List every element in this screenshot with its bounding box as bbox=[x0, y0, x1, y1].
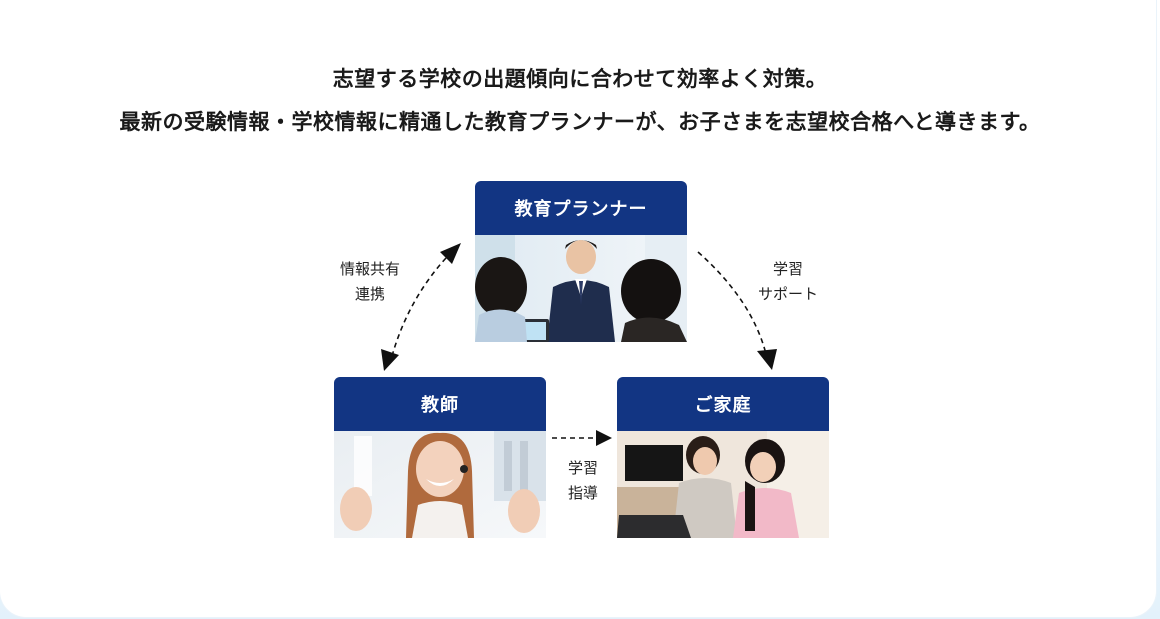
planner-photo bbox=[475, 235, 687, 342]
label-learning-support-line2: サポート bbox=[757, 285, 818, 303]
card-family-title: ご家庭 bbox=[617, 377, 829, 431]
card-family: ご家庭 bbox=[617, 377, 829, 538]
card-teacher: 教師 bbox=[334, 377, 546, 538]
teacher-photo bbox=[334, 431, 546, 538]
label-learning-support: 学習 サポート bbox=[740, 257, 836, 307]
label-learning-guidance-line2: 指導 bbox=[567, 484, 598, 502]
arrowhead-to-planner bbox=[440, 243, 461, 264]
label-learning-support-line1: 学習 bbox=[772, 260, 803, 278]
arrowhead-to-family-from-teacher bbox=[596, 430, 612, 446]
family-photo bbox=[617, 431, 829, 538]
arrowhead-to-teacher bbox=[381, 349, 399, 371]
arrow-planner-family bbox=[697, 251, 767, 355]
intro-line-1: 志望する学校の出題傾向に合わせて効率よく対策。 bbox=[332, 67, 828, 91]
card-planner-title: 教育プランナー bbox=[475, 181, 687, 235]
label-learning-guidance: 学習 指導 bbox=[540, 456, 626, 506]
arrow-planner-teacher bbox=[391, 257, 447, 357]
label-learning-guidance-line1: 学習 bbox=[567, 459, 598, 477]
card-education-planner: 教育プランナー bbox=[475, 181, 687, 342]
label-info-share: 情報共有 連携 bbox=[322, 257, 418, 307]
label-info-share-line2: 連携 bbox=[354, 285, 385, 303]
arrowhead-to-family-from-planner bbox=[757, 349, 777, 370]
intro-line-2: 最新の受験情報・学校情報に精通した教育プランナーが、お子さまを志望校合格へと導き… bbox=[119, 110, 1041, 134]
card-teacher-title: 教師 bbox=[334, 377, 546, 431]
label-info-share-line1: 情報共有 bbox=[339, 260, 400, 278]
